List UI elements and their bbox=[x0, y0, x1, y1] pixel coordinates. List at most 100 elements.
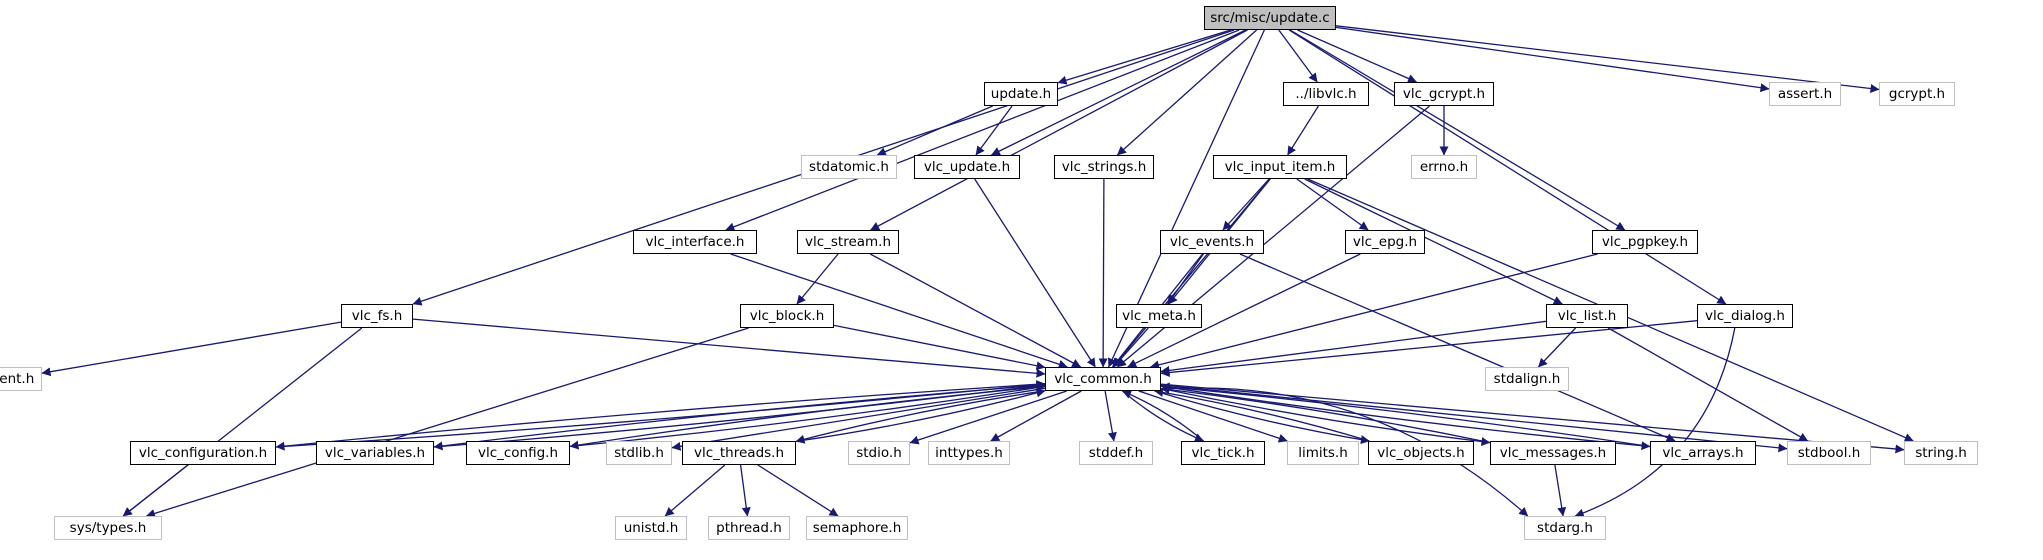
edge-vlc-interface-h-to-vlc-common-h bbox=[730, 253, 1068, 369]
edge-vlc-variables-h-to-vlc-common-h bbox=[433, 381, 1046, 448]
node-gcrypt-h: gcrypt.h bbox=[1879, 82, 1955, 106]
edge-update-h-to-vlc-update-h bbox=[975, 105, 1013, 156]
node-vlc-objects-h[interactable]: vlc_objects.h bbox=[1368, 441, 1474, 465]
edge-vlc-common-h-to-stdarg-h bbox=[1140, 387, 1529, 517]
edge-vlc-common-h-to-vlc-threads-h bbox=[795, 390, 1046, 444]
edge-vlc-objects-h-to-vlc-common-h bbox=[1154, 387, 1370, 442]
node-vlc-events-h[interactable]: vlc_events.h bbox=[1160, 230, 1264, 254]
edge-vlc-events-h-to-vlc-arrays-h bbox=[1239, 253, 1676, 442]
node-vlc-variables-h[interactable]: vlc_variables.h bbox=[316, 441, 434, 465]
edge-vlc-input-item-h-to-vlc-events-h bbox=[1222, 178, 1270, 231]
edge-vlc-arrays-h-to-vlc-common-h bbox=[1160, 382, 1651, 448]
node-stdalign-h: stdalign.h bbox=[1485, 367, 1569, 391]
edge-vlc-list-h-to-stdalign-h bbox=[1537, 327, 1577, 368]
edge-update-h-to-stdatomic-h bbox=[876, 105, 993, 156]
edge-vlc-common-h-to-vlc-arrays-h bbox=[1160, 385, 1651, 451]
node-vlc-arrays-h[interactable]: vlc_arrays.h bbox=[1650, 441, 1756, 465]
edge-root-to-vlc-dialog-h bbox=[1288, 29, 1727, 305]
edge-vlc-update-h-to-vlc-common-h bbox=[974, 178, 1096, 368]
node-vlc-block-h[interactable]: vlc_block.h bbox=[740, 304, 834, 328]
node-libvlc-h[interactable]: ../libvlc.h bbox=[1283, 82, 1369, 106]
edge-vlc-input-item-h-to-vlc-epg-h bbox=[1296, 178, 1369, 231]
node-vlc-dialog-h[interactable]: vlc_dialog.h bbox=[1697, 304, 1793, 328]
node-vlc-tick-h[interactable]: vlc_tick.h bbox=[1181, 441, 1265, 465]
node-pthread-h: pthread.h bbox=[708, 516, 790, 540]
edge-root-to-libvlc-h bbox=[1278, 29, 1318, 83]
edge-vlc-messages-h-to-stdarg-h bbox=[1554, 464, 1567, 517]
edge-vlc-stream-h-to-vlc-common-h bbox=[869, 253, 1082, 368]
edge-vlc-fs-h-to-dirent-h bbox=[41, 321, 342, 377]
edge-vlc-threads-h-to-vlc-common-h bbox=[795, 388, 1046, 443]
edge-root-to-vlc-interface-h bbox=[725, 29, 1240, 232]
edge-vlc-fs-h-to-vlc-common-h bbox=[412, 318, 1046, 378]
node-vlc-gcrypt-h[interactable]: vlc_gcrypt.h bbox=[1394, 82, 1494, 106]
node-stddef-h: stddef.h bbox=[1079, 441, 1153, 465]
node-errno-h: errno.h bbox=[1411, 155, 1477, 179]
edge-vlc-common-h-to-string-h bbox=[1160, 383, 1905, 454]
node-vlc-config-h[interactable]: vlc_config.h bbox=[466, 441, 570, 465]
edge-root-to-gcrypt-h bbox=[1335, 25, 1880, 93]
edge-vlc-messages-h-to-vlc-common-h bbox=[1160, 385, 1491, 444]
node-vlc-strings-h[interactable]: vlc_strings.h bbox=[1054, 155, 1154, 179]
edge-vlc-threads-h-to-pthread-h bbox=[739, 464, 751, 517]
node-vlc-epg-h[interactable]: vlc_epg.h bbox=[1345, 230, 1425, 254]
node-vlc-configuration-h[interactable]: vlc_configuration.h bbox=[130, 441, 276, 465]
edge-vlc-common-h-to-vlc-variables-h bbox=[433, 384, 1046, 451]
edge-vlc-common-h-to-vlc-objects-h bbox=[1154, 390, 1370, 445]
edge-vlc-common-h-to-inttypes-h bbox=[990, 390, 1082, 442]
node-vlc-fs-h[interactable]: vlc_fs.h bbox=[341, 304, 413, 328]
edge-vlc-epg-h-to-vlc-common-h bbox=[1127, 253, 1361, 368]
node-limits-h: limits.h bbox=[1287, 441, 1359, 465]
node-vlc-update-h[interactable]: vlc_update.h bbox=[914, 155, 1020, 179]
node-vlc-input-item-h[interactable]: vlc_input_item.h bbox=[1213, 155, 1347, 179]
node-vlc-stream-h[interactable]: vlc_stream.h bbox=[797, 230, 899, 254]
node-vlc-threads-h[interactable]: vlc_threads.h bbox=[682, 441, 796, 465]
edge-vlc-dialog-h-to-vlc-common-h bbox=[1160, 320, 1698, 377]
edge-vlc-events-h-to-vlc-meta-h bbox=[1167, 253, 1204, 305]
node-vlc-common-h[interactable]: vlc_common.h bbox=[1045, 367, 1161, 391]
edge-root-to-update-h bbox=[1057, 29, 1231, 85]
node-vlc-meta-h[interactable]: vlc_meta.h bbox=[1116, 304, 1202, 328]
node-vlc-interface-h[interactable]: vlc_interface.h bbox=[633, 230, 757, 254]
node-update-h[interactable]: update.h bbox=[984, 82, 1058, 106]
node-stdbool-h: stdbool.h bbox=[1787, 441, 1871, 465]
edge-root-to-assert-h bbox=[1335, 26, 1770, 93]
node-vlc-pgpkey-h[interactable]: vlc_pgpkey.h bbox=[1592, 230, 1698, 254]
edge-vlc-strings-h-to-vlc-common-h bbox=[1098, 178, 1108, 368]
node-inttypes-h: inttypes.h bbox=[928, 441, 1010, 465]
edge-vlc-common-h-to-stddef-h bbox=[1104, 390, 1117, 442]
edge-vlc-gcrypt-h-to-vlc-common-h bbox=[1116, 105, 1431, 368]
edge-vlc-configuration-h-to-sys-types-h bbox=[122, 464, 189, 517]
node-vlc-messages-h[interactable]: vlc_messages.h bbox=[1490, 441, 1616, 465]
edge-vlc-block-h-to-vlc-common-h bbox=[833, 324, 1046, 371]
edge-vlc-list-h-to-vlc-common-h bbox=[1160, 320, 1547, 375]
node-stdlib-h: stdlib.h bbox=[606, 441, 672, 465]
edge-vlc-input-item-h-to-vlc-common-h bbox=[1112, 178, 1271, 368]
edge-vlc-common-h-to-vlc-messages-h bbox=[1160, 387, 1491, 447]
node-stdatomic-h: stdatomic.h bbox=[801, 155, 897, 179]
node-stdio-h: stdio.h bbox=[848, 441, 910, 465]
edge-vlc-block-h-to-sys-types-h bbox=[145, 327, 749, 518]
edge-vlc-threads-h-to-semaphore-h bbox=[757, 464, 839, 517]
edge-vlc-pgpkey-h-to-vlc-common-h bbox=[1150, 253, 1598, 370]
edge-libvlc-h-to-vlc-input-item-h bbox=[1287, 105, 1319, 156]
edge-vlc-stream-h-to-vlc-block-h bbox=[796, 253, 839, 305]
edge-vlc-input-item-h-to-vlc-list-h bbox=[1304, 178, 1563, 305]
edge-root-to-vlc-strings-h bbox=[1116, 29, 1258, 156]
node-root[interactable]: src/misc/update.c bbox=[1204, 6, 1336, 30]
node-semaphore-h: semaphore.h bbox=[806, 516, 908, 540]
edge-root-to-vlc-stream-h bbox=[870, 29, 1248, 231]
edge-vlc-meta-h-to-vlc-common-h bbox=[1113, 327, 1149, 368]
node-dirent-h: dirent.h bbox=[0, 367, 42, 391]
edge-root-to-vlc-gcrypt-h bbox=[1297, 29, 1417, 83]
node-vlc-list-h[interactable]: vlc_list.h bbox=[1546, 304, 1628, 328]
edge-vlc-common-h-to-vlc-config-h bbox=[569, 385, 1046, 450]
edge-root-to-vlc-update-h bbox=[990, 29, 1246, 156]
edge-vlc-threads-h-to-unistd-h bbox=[664, 464, 726, 517]
edge-vlc-config-h-to-vlc-common-h bbox=[569, 383, 1046, 448]
edge-vlc-common-h-to-stdio-h bbox=[909, 390, 1067, 445]
edge-vlc-common-h-to-stdlib-h bbox=[671, 387, 1046, 451]
node-stdarg-h: stdarg.h bbox=[1524, 516, 1606, 540]
